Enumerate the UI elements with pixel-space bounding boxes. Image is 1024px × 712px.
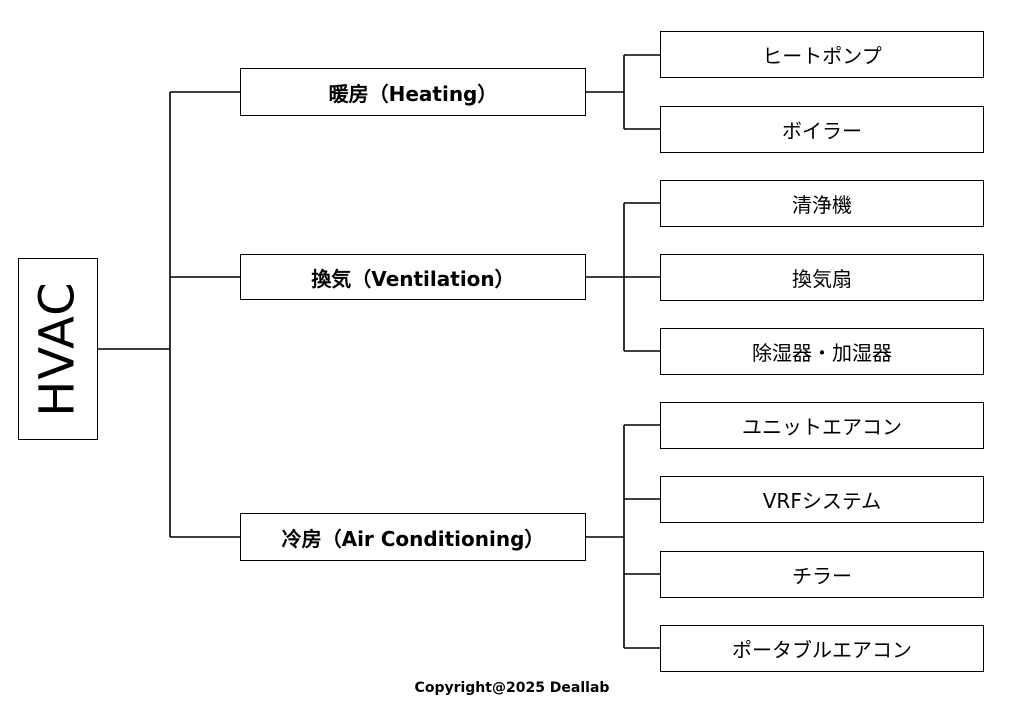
root-node-hvac: HVAC xyxy=(18,258,98,440)
category-air-conditioning-label: 冷房（Air Conditioning） xyxy=(281,526,545,551)
category-air-conditioning: 冷房（Air Conditioning） xyxy=(240,513,586,561)
leaf-chiller: チラー xyxy=(660,551,984,598)
root-node-label: HVAC xyxy=(30,281,86,417)
leaf-dehumidifier-humidifier: 除湿器・加湿器 xyxy=(660,328,984,375)
leaf-heat-pump: ヒートポンプ xyxy=(660,31,984,78)
leaf-label: ボイラー xyxy=(782,119,862,143)
copyright-footer: Copyright@2025 Deallab xyxy=(414,680,610,696)
leaf-ventilation-fan: 換気扇 xyxy=(660,254,984,301)
leaf-boiler: ボイラー xyxy=(660,106,984,153)
leaf-unit-aircon: ユニットエアコン xyxy=(660,402,984,449)
leaf-label: チラー xyxy=(792,564,852,588)
category-ventilation: 換気（Ventilation） xyxy=(240,254,586,300)
leaf-label: ヒートポンプ xyxy=(762,44,882,68)
leaf-label: 除湿器・加湿器 xyxy=(752,341,892,365)
leaf-label: VRFシステム xyxy=(762,489,882,513)
category-heating-label: 暖房（Heating） xyxy=(328,81,498,106)
leaf-air-purifier: 清浄機 xyxy=(660,180,984,227)
leaf-label: 換気扇 xyxy=(792,267,852,291)
leaf-label: 清浄機 xyxy=(792,193,852,217)
leaf-vrf-system: VRFシステム xyxy=(660,476,984,523)
category-heating: 暖房（Heating） xyxy=(240,68,586,116)
leaf-label: ユニットエアコン xyxy=(742,415,902,439)
leaf-label: ポータブルエアコン xyxy=(732,638,912,662)
category-ventilation-label: 換気（Ventilation） xyxy=(311,266,515,291)
leaf-portable-aircon: ポータブルエアコン xyxy=(660,625,984,672)
